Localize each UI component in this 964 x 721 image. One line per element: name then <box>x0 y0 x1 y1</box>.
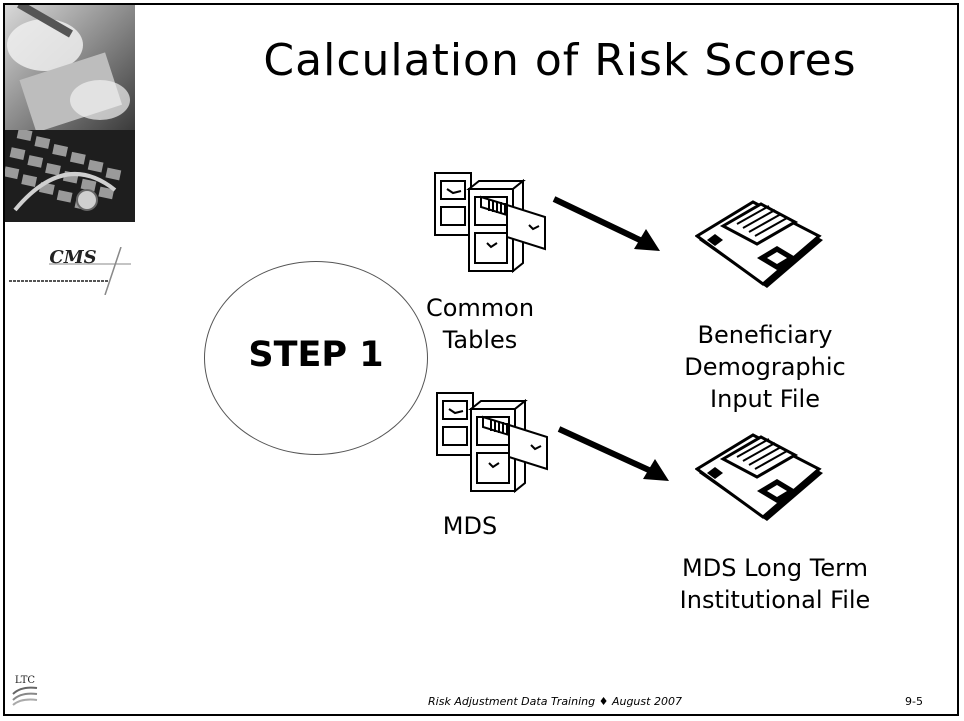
filing-cabinet-icon <box>436 392 548 494</box>
output-label-beneficiary: Beneficiary Demographic Input File <box>670 319 860 415</box>
arrow-right-icon <box>557 426 669 481</box>
output-label-line: Demographic <box>684 353 846 381</box>
slide-title: Calculation of Risk Scores <box>263 35 857 86</box>
floppy-disk-icon <box>695 433 823 521</box>
footer-text: Risk Adjustment Data Training ♦ August 2… <box>428 695 682 708</box>
cms-logo: CMS <box>9 247 131 295</box>
output-label-line: MDS Long Term <box>682 554 868 582</box>
page-number: 9-5 <box>905 695 923 708</box>
ltc-logo: LTC <box>12 675 38 706</box>
step-label: STEP 1 <box>248 335 384 375</box>
floppy-disk-icon <box>695 200 823 288</box>
svg-text:LTC: LTC <box>15 675 35 686</box>
output-label-line: Institutional File <box>679 586 871 614</box>
arrow-right-icon <box>552 196 660 251</box>
source-label-mds: MDS <box>442 512 498 540</box>
source-label-common-tables: Common Tables <box>425 294 535 354</box>
output-label-line: Beneficiary <box>697 321 833 349</box>
output-label-line: Input File <box>710 385 820 413</box>
medical-writing-photo <box>5 5 135 130</box>
step-circle <box>204 261 428 455</box>
filing-cabinet-icon <box>434 172 546 274</box>
slide: CMS Calculation of Risk Scores STEP 1 <box>3 3 959 716</box>
output-label-mds-long-term: MDS Long Term Institutional File <box>660 552 890 616</box>
stethoscope-keyboard-photo <box>5 130 135 222</box>
svg-text:CMS: CMS <box>49 247 96 268</box>
